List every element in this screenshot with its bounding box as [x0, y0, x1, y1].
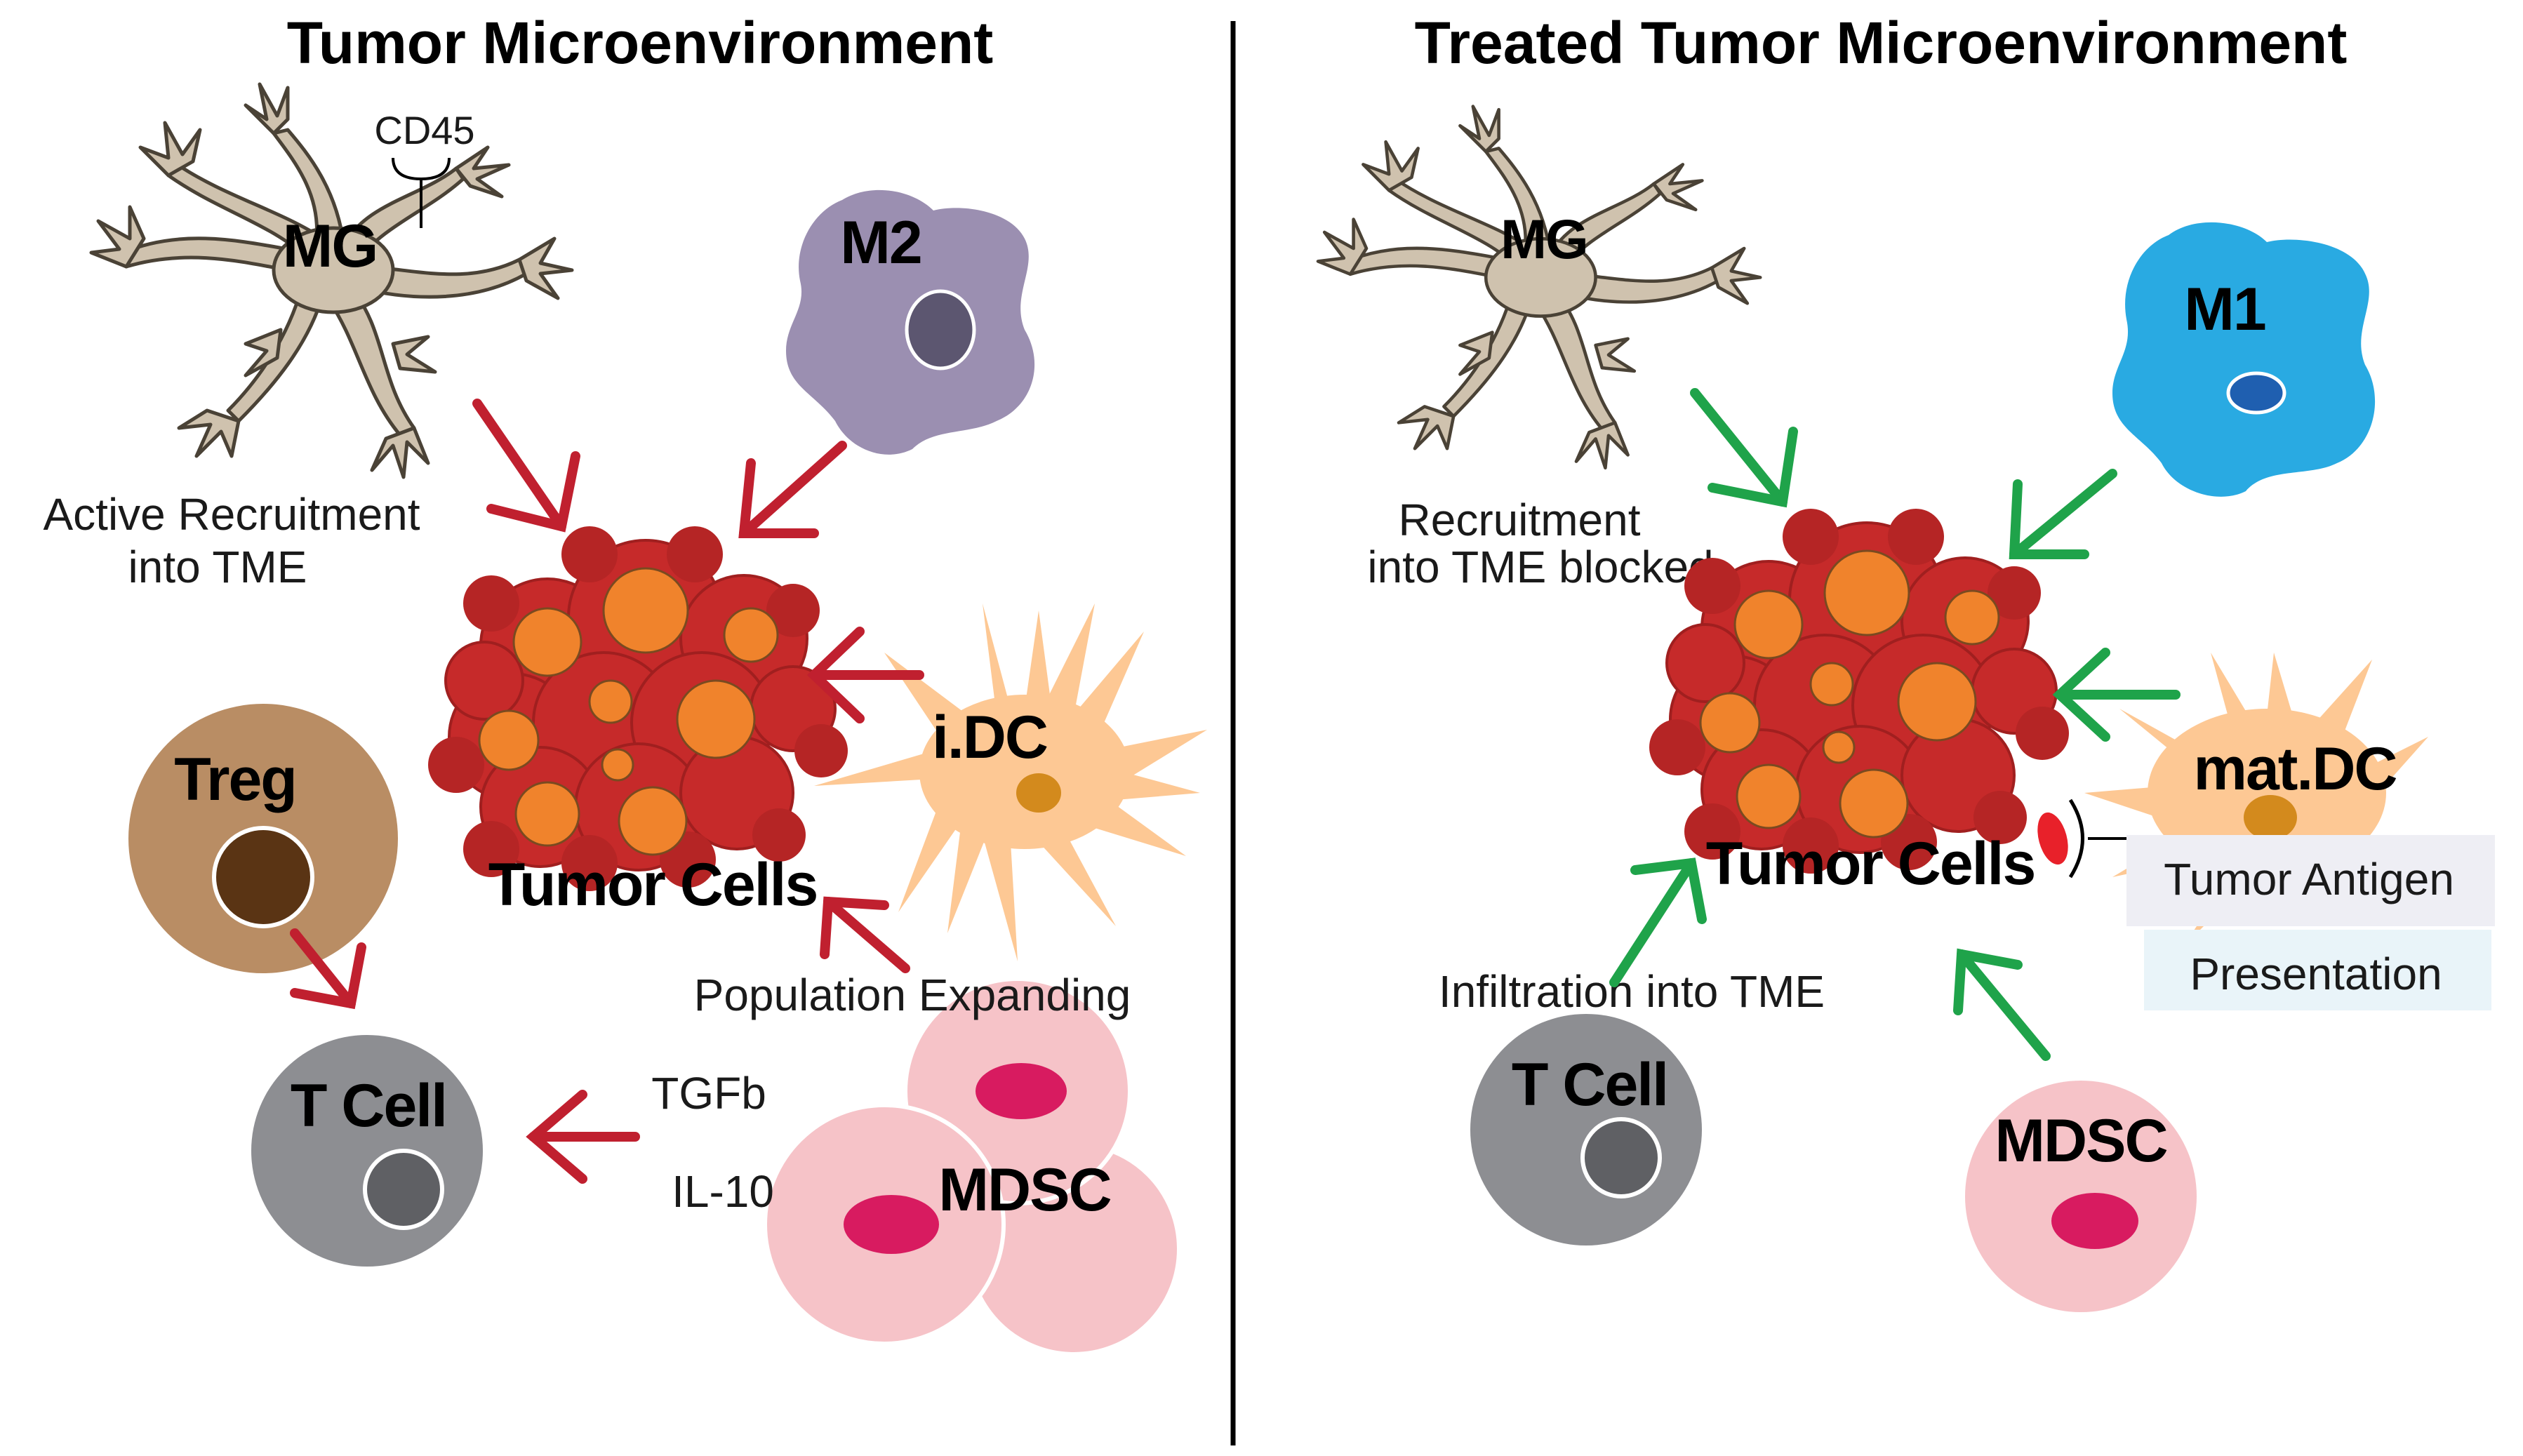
population-label: Population Expanding	[694, 970, 1131, 1020]
matdc-label: mat.DC	[2193, 735, 2396, 803]
il10-label: IL-10	[672, 1166, 774, 1217]
right-recruitment-line2: into TME blocked	[1367, 542, 1713, 592]
tumor-cluster-icon	[428, 526, 848, 891]
microglia-icon: MG	[89, 82, 574, 479]
treg-label: Treg	[174, 746, 296, 813]
right-recruitment-line1: Recruitment	[1399, 495, 1641, 545]
t-cell-icon: T Cell	[1470, 1014, 1702, 1245]
tgfb-label: TGFb	[651, 1068, 766, 1118]
microglia-icon: MG	[1316, 105, 1762, 470]
left-recruitment-line1: Active Recruitment	[43, 489, 420, 540]
arrow-m2-to-tumor	[738, 441, 847, 538]
arrow-idc-to-tumor	[806, 627, 924, 723]
tumor-cluster-icon	[1649, 509, 2069, 874]
antigen-icon	[2037, 799, 2133, 879]
arrow-mdsc-to-tcell	[526, 1090, 640, 1184]
left-tcell-label: T Cell	[291, 1072, 446, 1140]
antigen-label-box-2	[2144, 930, 2491, 1010]
treg-cell-icon: Treg	[128, 704, 398, 973]
left-panel: Tumor Microenvironment	[43, 10, 1207, 1356]
arrow-tcell-to-tumor-green	[1609, 857, 1707, 987]
m1-label: M1	[2184, 276, 2265, 343]
antigen-label-line2: Presentation	[2190, 949, 2442, 999]
m1-macrophage-cell	[2112, 222, 2376, 497]
cd45-label: CD45	[374, 108, 474, 152]
left-panel-title: Tumor Microenvironment	[287, 10, 994, 76]
arrow-mdsc-to-tumor-green	[1953, 948, 2051, 1061]
cd45-receptor-icon: CD45	[374, 108, 475, 228]
arrow-matdc-to-tumor-green	[2052, 648, 2181, 742]
activating-arrows	[1609, 388, 2181, 1061]
t-cell-icon: T Cell	[251, 1035, 483, 1267]
mdsc-cell-icon: MDSC	[1965, 1081, 2197, 1312]
macrophage-icon: M2	[786, 189, 1035, 455]
m2-label: M2	[840, 209, 921, 276]
arrow-treg-to-tcell	[290, 928, 366, 1010]
inhibitory-arrows	[290, 399, 924, 1184]
antigen-label-line1: Tumor Antigen	[2164, 854, 2454, 904]
macrophage-icon: M1	[2112, 222, 2376, 497]
idc-label: i.DC	[932, 704, 1047, 771]
arrow-mg-to-tumor-green	[1690, 388, 1798, 508]
dendritic-cell-icon: i.DC	[814, 603, 1207, 961]
left-tumor-label: Tumor Cells	[488, 851, 818, 919]
antigen-label-box-1	[2126, 835, 2495, 926]
arrow-mdsc-to-tumor	[820, 896, 910, 973]
mdsc-cell-icon: MDSC	[763, 977, 1181, 1356]
left-mg-label: MG	[283, 213, 378, 280]
right-tumor-label: Tumor Cells	[1706, 830, 2035, 897]
left-mdsc-label: MDSC	[938, 1156, 1110, 1224]
right-mg-label: MG	[1500, 208, 1587, 270]
arrow-m1-to-tumor-green	[2009, 469, 2117, 559]
infiltration-label: Infiltration into TME	[1439, 966, 1825, 1017]
right-mdsc-label: MDSC	[1995, 1107, 2166, 1175]
left-recruitment-line2: into TME	[128, 542, 307, 592]
right-panel-title: Treated Tumor Microenvironment	[1415, 10, 2348, 76]
right-tcell-label: T Cell	[1512, 1051, 1667, 1118]
arrow-mg-to-tumor	[472, 399, 580, 533]
right-panel: Treated Tumor Microenvironment	[1316, 10, 2495, 1312]
